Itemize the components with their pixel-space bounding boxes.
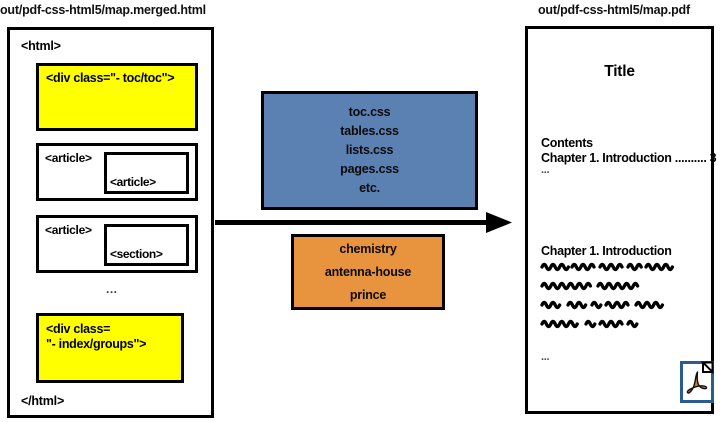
pdf-page-title: Title xyxy=(604,63,635,80)
pdf-engine-item: antenna-house xyxy=(324,264,412,279)
css-file-item: tables.css xyxy=(340,124,399,138)
article-box-1-inner: <article> xyxy=(104,152,189,194)
article-box-1-inner-label: <article> xyxy=(110,175,156,189)
css-file-item: lists.css xyxy=(345,143,394,157)
pdf-toc-ellipsis: ... xyxy=(541,164,550,176)
right-arrow-icon xyxy=(215,212,512,233)
html-panel-ellipsis: ... xyxy=(106,282,118,296)
right-panel-caption: out/pdf-css-html5/map.pdf xyxy=(538,3,690,17)
toc-div-label: <div class="- toc/toc"> xyxy=(46,71,175,85)
pdf-engines-box: chemistry antenna-house prince xyxy=(291,234,445,310)
article-box-2-inner-label: <section> xyxy=(110,247,163,261)
index-div-label: <div class= "- index/groups"> xyxy=(46,322,147,351)
article-box-2-inner: <section> xyxy=(104,224,189,266)
css-file-item: pages.css xyxy=(340,162,399,176)
css-files-box: toc.css tables.css lists.css pages.css e… xyxy=(261,91,478,210)
article-box-2-outer-label: <article> xyxy=(45,223,92,237)
css-file-item: etc. xyxy=(359,181,380,195)
pdf-toc-entry: Chapter 1. Introduction .......... 3 xyxy=(541,151,717,165)
left-panel-caption: out/pdf-css-html5/map.merged.html xyxy=(0,3,206,17)
article-box-1-outer-label: <article> xyxy=(45,151,92,165)
pdf-engine-item: prince xyxy=(349,287,387,302)
merged-html-panel: <html> <div class="- toc/toc"> <article>… xyxy=(7,27,214,418)
html-close-tag: </html> xyxy=(21,394,65,408)
article-box-2: <article> <section> xyxy=(36,215,198,273)
css-file-item: toc.css xyxy=(348,105,391,119)
pdf-output-panel: Title Contents Chapter 1. Introduction .… xyxy=(525,26,717,414)
article-box-1: <article> <article> xyxy=(36,143,198,201)
pdf-file-icon xyxy=(680,361,714,403)
pdf-body-scribble-lines xyxy=(540,262,675,329)
index-div-box: <div class= "- index/groups"> xyxy=(36,313,184,383)
pdf-contents-label: Contents xyxy=(541,136,593,150)
html-open-tag: <html> xyxy=(21,39,61,53)
toc-div-box: <div class="- toc/toc"> xyxy=(36,63,198,131)
pdf-chapter-heading: Chapter 1. Introduction xyxy=(541,244,672,258)
pdf-body-ellipsis: ... xyxy=(541,351,550,363)
pdf-engine-item: chemistry xyxy=(339,241,397,256)
